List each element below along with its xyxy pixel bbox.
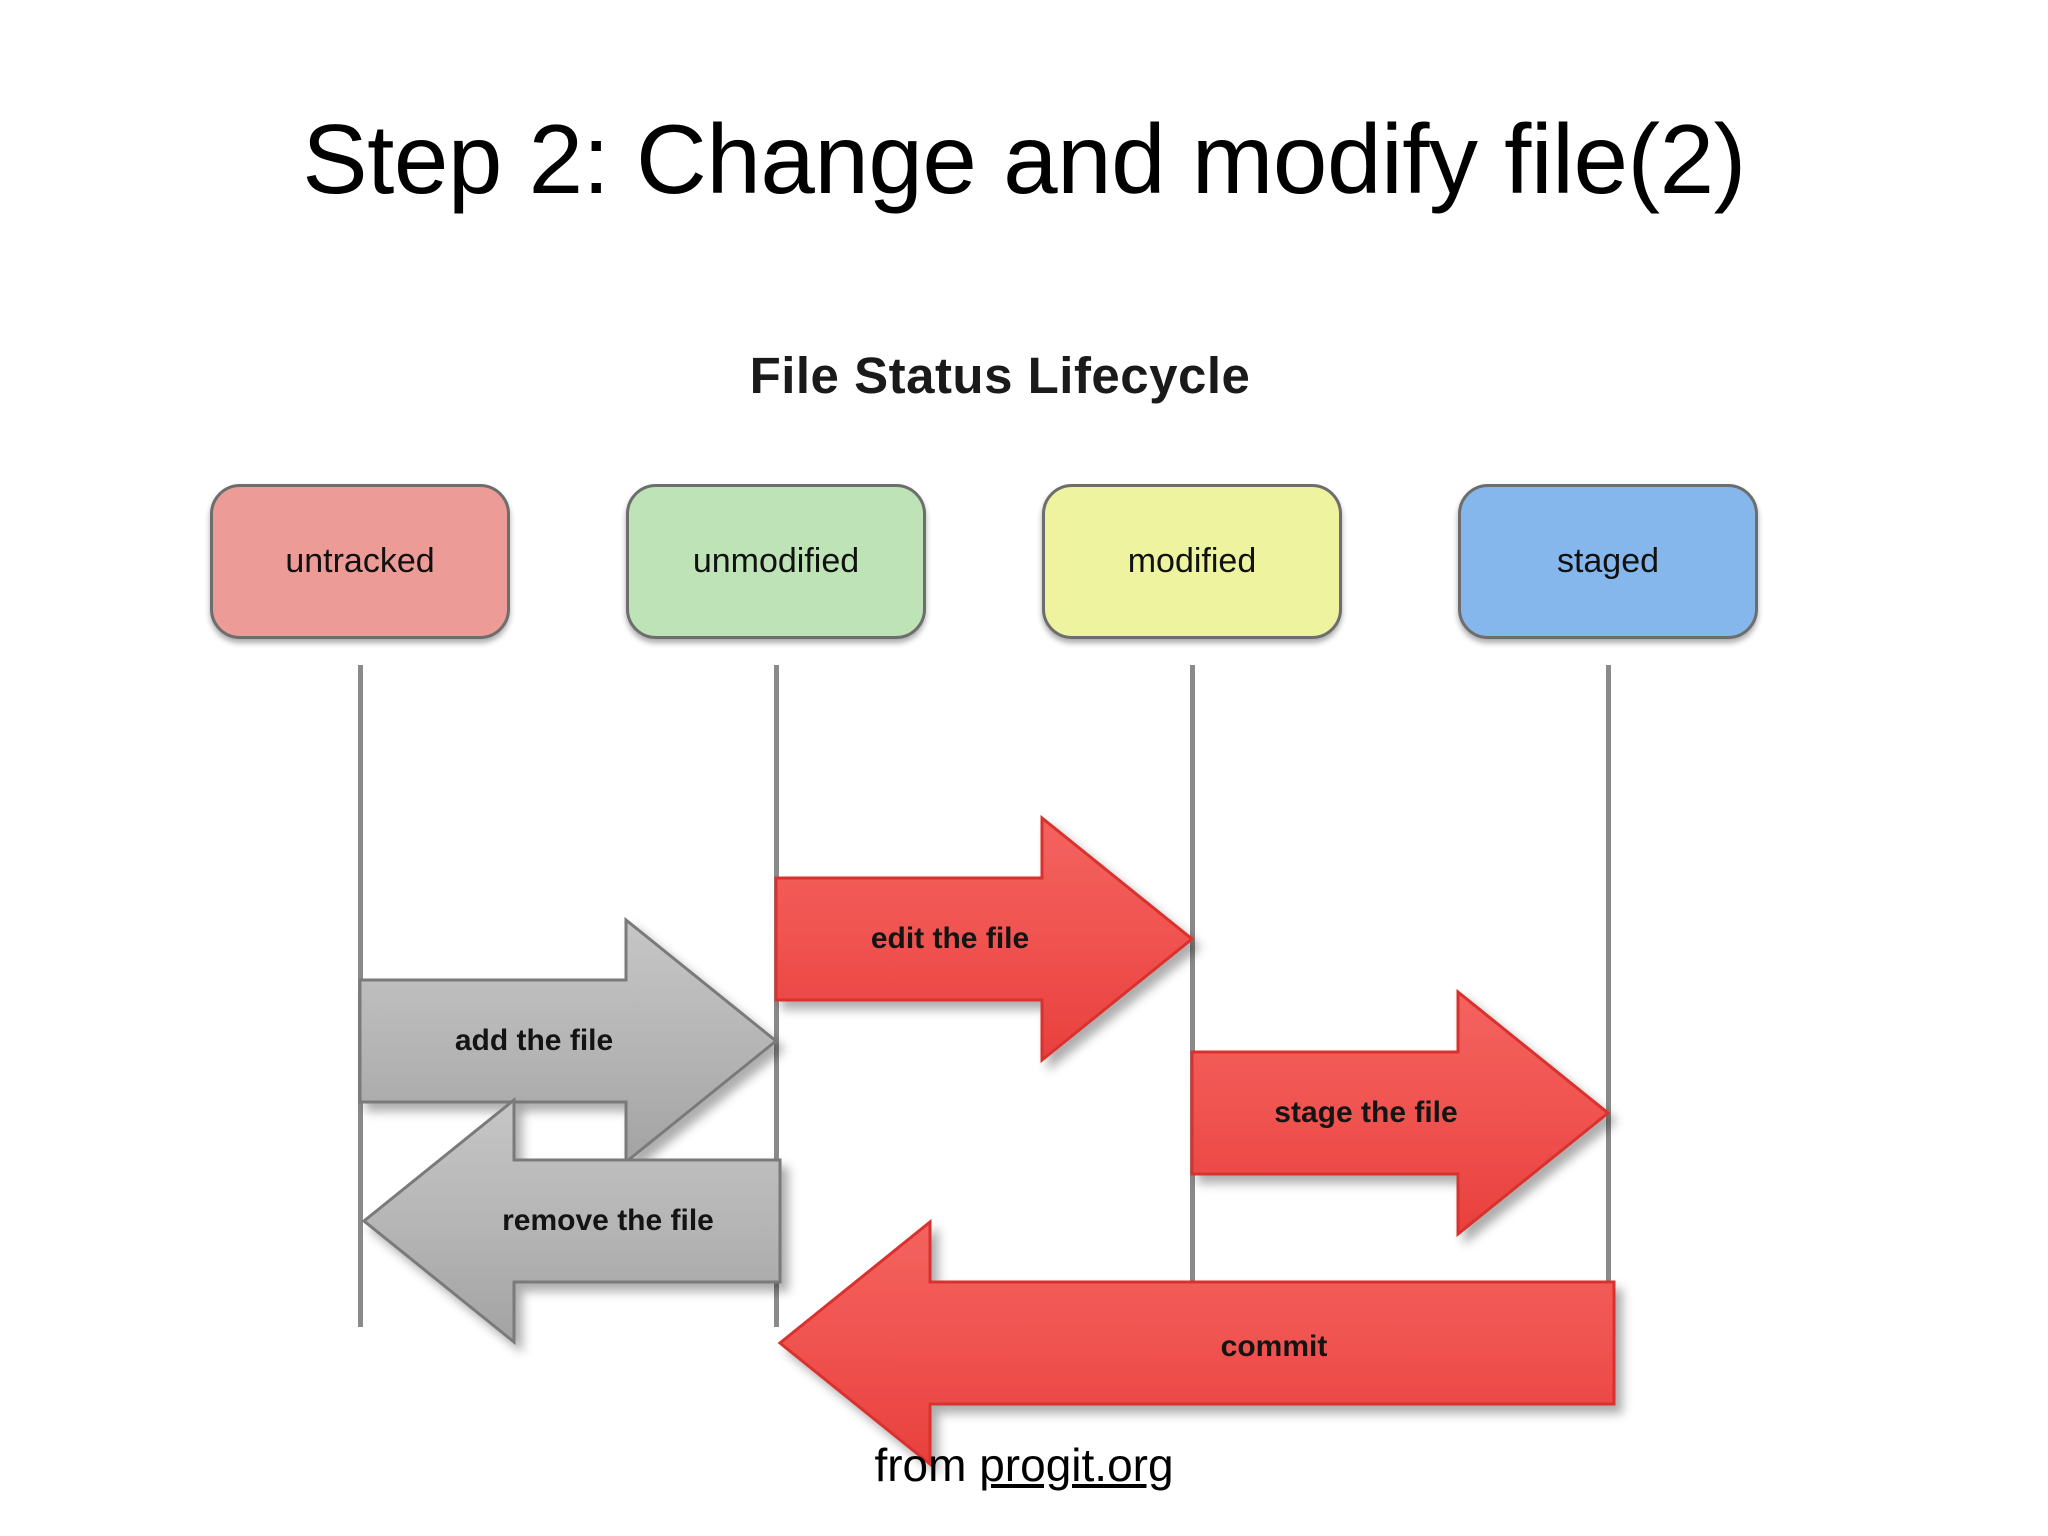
transition-arrow-add-the-file[interactable]: add the file	[358, 916, 782, 1166]
transition-arrow-commit[interactable]: commit	[774, 1218, 1616, 1468]
diagram-title: File Status Lifecycle	[749, 347, 1251, 404]
state-box-modified[interactable]: modified	[1042, 484, 1342, 639]
arrow-label: remove the file	[502, 1204, 714, 1237]
arrow-label: stage the file	[1274, 1096, 1458, 1129]
state-label: modified	[1127, 542, 1257, 580]
page-title: Step 2: Change and modify file(2)	[302, 104, 1746, 214]
transition-arrow-remove-the-file[interactable]: remove the file	[358, 1096, 782, 1346]
progit-link[interactable]: progit.org	[979, 1439, 1174, 1491]
arrow-label: add the file	[454, 1024, 614, 1057]
state-label: staged	[1556, 542, 1660, 580]
source-credit: from progit.org	[0, 1438, 2048, 1492]
state-box-staged[interactable]: staged	[1458, 484, 1758, 639]
transition-arrow-stage-the-file[interactable]: stage the file	[1190, 988, 1614, 1238]
credit-prefix: from	[874, 1439, 980, 1491]
arrow-label: commit	[1220, 1330, 1328, 1363]
transition-arrow-edit-the-file[interactable]: edit the file	[774, 814, 1198, 1064]
state-box-untracked[interactable]: untracked	[210, 484, 510, 639]
state-label: unmodified	[692, 542, 860, 580]
state-box-unmodified[interactable]: unmodified	[626, 484, 926, 639]
file-status-lifecycle-diagram: File Status Lifecycle untracked unmodifi…	[180, 330, 1820, 1468]
arrow-label: edit the file	[870, 922, 1030, 955]
state-label: untracked	[285, 542, 435, 580]
lifeline-staged	[1606, 665, 1611, 1327]
lifeline-modified	[1190, 665, 1195, 1327]
